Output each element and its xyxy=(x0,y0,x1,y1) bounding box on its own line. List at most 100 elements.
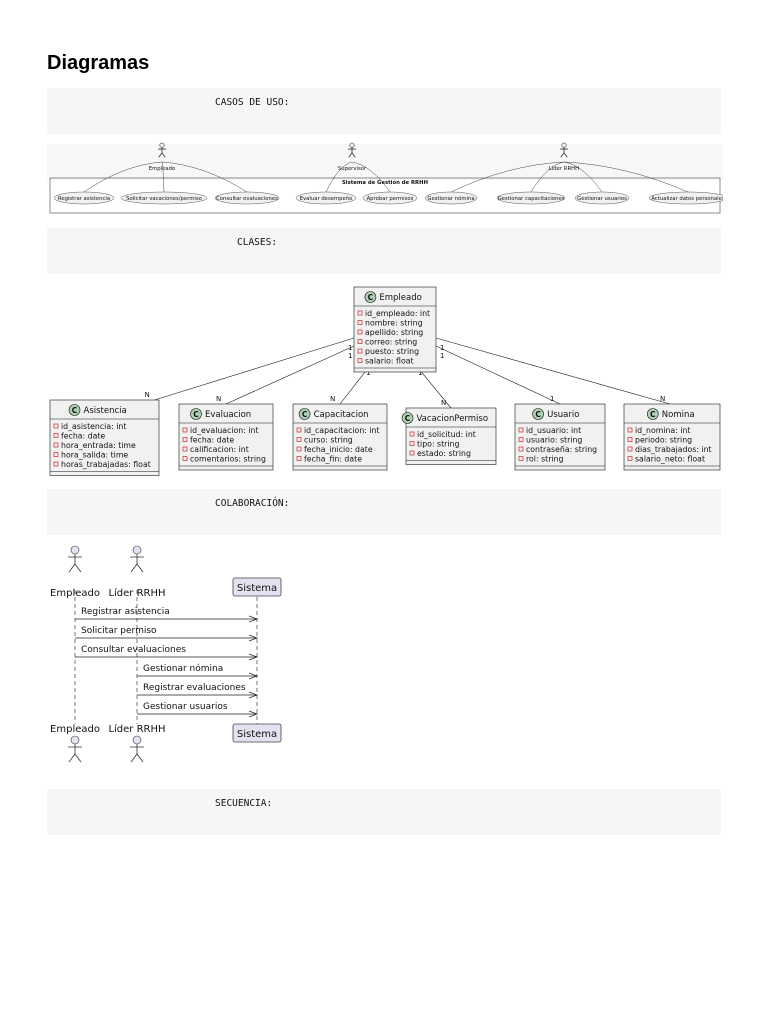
actor-body xyxy=(158,147,166,158)
class-box-border xyxy=(405,407,497,465)
association-line xyxy=(161,161,165,193)
class-field: comentarios: string xyxy=(190,455,266,464)
private-field-icon xyxy=(518,456,524,461)
actor-body xyxy=(68,554,82,573)
message-label: Registrar asistencia xyxy=(81,607,170,617)
page-title: Diagramas xyxy=(47,52,150,74)
association-line xyxy=(450,161,565,193)
multiplicity-label: N xyxy=(145,391,150,399)
use-case-label: Registrar asistencia xyxy=(58,196,110,202)
multiplicity-label: 1 xyxy=(440,352,444,360)
class-name: VacacionPermiso xyxy=(417,414,489,424)
class-stereotype-letter: C xyxy=(368,293,374,302)
class-field: id_empleado: int xyxy=(365,309,430,318)
multiplicity-label: 1 xyxy=(440,344,444,352)
message-label: Gestionar usuarios xyxy=(143,702,228,712)
class-field: hora_salida: time xyxy=(61,451,128,460)
class-stereotype-letter: C xyxy=(650,410,656,419)
association-line xyxy=(325,161,353,193)
class-field: contraseña: string xyxy=(526,445,597,454)
class-name: Usuario xyxy=(547,410,579,420)
actor-body xyxy=(348,147,356,158)
arrow-head xyxy=(248,691,259,699)
class-field: id_usuario: int xyxy=(526,426,581,435)
actor-body xyxy=(130,744,144,763)
class-stereotype-letter: C xyxy=(193,410,199,419)
message-label: Solicitar permiso xyxy=(81,626,157,636)
private-field-icon xyxy=(518,427,524,433)
actor-icon xyxy=(68,545,82,573)
actor-icon xyxy=(560,142,568,158)
actor-head xyxy=(159,142,165,148)
code-block-classes: CLASES: xyxy=(47,228,721,274)
code-block-text: CASOS DE USO: xyxy=(215,97,290,108)
participant-label: Sistema xyxy=(237,729,277,740)
private-field-icon xyxy=(357,329,363,335)
use-case-oval xyxy=(120,191,208,205)
private-field-icon xyxy=(627,427,633,433)
class-stereotype-icon xyxy=(298,408,311,420)
arrow-head xyxy=(248,634,259,642)
private-field-icon xyxy=(296,427,302,433)
private-field-icon xyxy=(409,450,415,456)
actor-icon xyxy=(130,545,144,573)
class-field: fecha: date xyxy=(190,436,234,445)
private-field-icon xyxy=(357,348,363,354)
private-field-icon xyxy=(53,423,59,429)
association-line xyxy=(154,337,355,401)
class-name: Capacitacion xyxy=(314,410,369,420)
actor-body xyxy=(560,147,568,158)
use-case-label: Gestionar capacitaciones xyxy=(498,196,565,202)
class-stereotype-letter: C xyxy=(405,414,411,423)
class-box-border xyxy=(623,403,721,471)
multiplicity-label: 1 xyxy=(550,395,554,403)
private-field-icon xyxy=(627,456,633,461)
class-field: calificacion: int xyxy=(190,445,249,454)
class-associations: 1N1N1N1N111N xyxy=(145,337,671,409)
multiplicity-label: N xyxy=(441,399,446,407)
class-field: curso: string xyxy=(304,436,353,445)
arrow-head xyxy=(248,710,259,718)
use-case-label: Gestionar usuarios xyxy=(577,196,627,202)
class-field: fecha: date xyxy=(61,432,105,441)
class-stereotype-letter: C xyxy=(72,406,78,415)
class-field: dias_trabajados: int xyxy=(635,445,712,454)
private-field-icon xyxy=(296,437,302,442)
class-stereotype-icon xyxy=(646,408,659,420)
actor-head xyxy=(132,735,142,745)
private-field-icon xyxy=(53,461,59,467)
actor-icon xyxy=(348,142,356,158)
association-line xyxy=(435,345,561,405)
use-case-oval xyxy=(53,191,115,205)
private-field-icon xyxy=(182,446,188,452)
class-field: puesto: string xyxy=(365,347,419,356)
class-field: tipo: string xyxy=(417,440,459,449)
class-field: periodo: string xyxy=(635,436,692,445)
arrow-head xyxy=(248,615,259,623)
multiplicity-label: 1 xyxy=(348,352,352,360)
class-name: Asistencia xyxy=(84,406,127,416)
participant-label: Líder RRHH xyxy=(108,587,165,599)
participant-label: Sistema xyxy=(237,583,277,594)
class-field: id_evaluacion: int xyxy=(190,426,259,435)
use-case-label: Actualizar datos personales xyxy=(651,196,723,202)
private-field-icon xyxy=(182,427,188,433)
actor-label: Líder RRHH xyxy=(549,165,579,172)
private-field-icon xyxy=(409,431,415,437)
participant-box xyxy=(232,577,282,597)
class-field: nombre: string xyxy=(365,319,423,328)
use-case-oval xyxy=(424,191,478,205)
multiplicity-label: 1 xyxy=(366,369,370,377)
actor-label: Supervisor xyxy=(338,166,367,172)
private-field-icon xyxy=(627,446,633,452)
actor-icon xyxy=(130,735,144,763)
private-field-icon xyxy=(357,358,363,363)
